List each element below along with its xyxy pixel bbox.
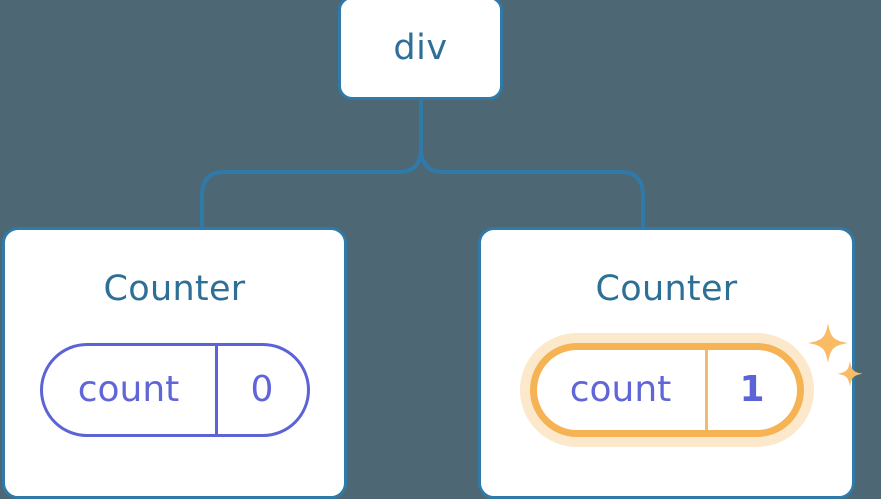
sparkle-large <box>807 323 848 363</box>
node-counter-left[interactable]: Counter count 0 <box>2 227 347 499</box>
state-pill-right[interactable]: count 1 <box>529 343 804 437</box>
connector-left-branch <box>200 98 423 231</box>
state-key-left: count <box>43 346 218 434</box>
node-div-label: div <box>393 27 448 68</box>
state-pill-left[interactable]: count 0 <box>39 343 310 437</box>
state-value-right: 1 <box>739 369 765 410</box>
connector-right-branch <box>419 98 645 231</box>
node-div[interactable]: div <box>338 0 503 100</box>
node-counter-right[interactable]: Counter count 1 <box>478 227 863 499</box>
state-pill-wrapper-right: count 1 <box>529 323 863 437</box>
state-pill-wrapper-left: count 0 <box>39 343 310 437</box>
state-value-left: 0 <box>250 369 274 410</box>
node-counter-right-label: Counter <box>595 269 738 309</box>
state-key-right: count <box>537 350 708 430</box>
node-counter-left-label: Counter <box>103 269 246 309</box>
